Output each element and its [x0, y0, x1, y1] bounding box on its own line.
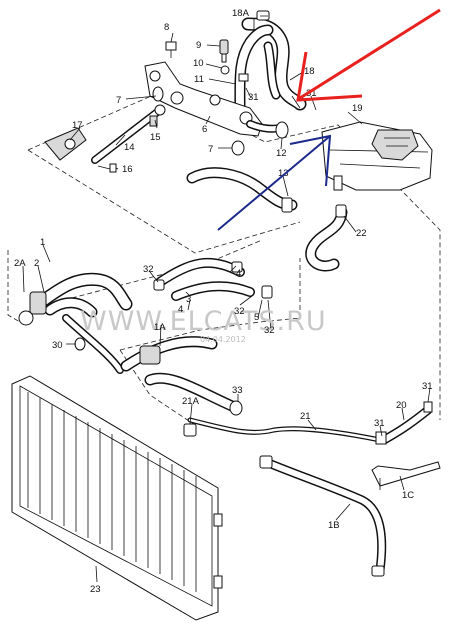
bolt-16: [97, 163, 117, 173]
callout-1c: 1C: [402, 490, 414, 501]
callout-13: 13: [278, 168, 289, 179]
callout-20: 20: [396, 400, 407, 411]
leader-lines: [22, 15, 431, 583]
callout-31-top: 31: [248, 92, 259, 103]
callout-7-top: 7: [116, 95, 121, 106]
radiator-23: [11, 375, 223, 621]
hose-upper-branch: [234, 24, 281, 118]
callout-5: 5: [254, 312, 259, 323]
blue-arrow: [217, 134, 332, 231]
callout-21a: 21A: [182, 396, 200, 407]
callout-1b: 1B: [328, 520, 340, 531]
callout-32-b: 32: [234, 306, 245, 317]
seal-7-top: [152, 86, 164, 102]
callout-12: 12: [276, 148, 287, 159]
sensor-9: [219, 39, 249, 82]
callout-31-res: 31: [306, 88, 317, 99]
callout-4-a: 4: [178, 304, 183, 315]
callout-8: 8: [164, 22, 169, 33]
pipe-1a: [62, 314, 238, 412]
coolant-flange-6: [144, 61, 284, 137]
callout-9: 9: [196, 40, 201, 51]
callout-33: 33: [232, 385, 243, 396]
bracket-17: [44, 127, 87, 161]
hose-22: [305, 204, 348, 272]
expansion-tank-19: [321, 121, 433, 191]
callout-19: 19: [352, 103, 363, 114]
hose-3: [153, 257, 273, 301]
seal-7-mid: [231, 140, 245, 156]
pipe-21: [183, 417, 383, 443]
callout-1: 1: [40, 237, 45, 248]
callout-17: 17: [72, 120, 83, 131]
callout-14: 14: [124, 142, 135, 153]
clamp-12: [275, 121, 289, 139]
bolt-8: [165, 41, 177, 58]
bracket-1c: [371, 461, 441, 490]
watermark-date: 04.04.2012: [200, 335, 246, 344]
callout-3: 3: [186, 294, 191, 305]
callout-31-right: 31: [422, 381, 433, 392]
callout-1a: 1A: [154, 322, 166, 333]
callout-22: 22: [356, 228, 367, 239]
callout-15: 15: [150, 132, 161, 143]
clamp-33: [229, 400, 243, 416]
callout-31-low: 31: [374, 418, 385, 429]
callout-labels: 18A 8 9 10 11 31 18 31 19 7 15 6 17 14 1…: [14, 8, 433, 595]
red-arrow: [296, 8, 441, 102]
callout-21: 21: [300, 411, 311, 422]
callout-7-mid: 7: [208, 144, 213, 155]
callout-32-a: 32: [143, 264, 154, 275]
pipe-14: [91, 104, 166, 164]
clamp-30: [74, 337, 86, 351]
watermark-site: WWW.ELCATS.RU: [80, 306, 327, 337]
callout-4-b: 4: [236, 268, 241, 279]
hose-13: [186, 167, 298, 213]
hose-1b: [259, 455, 387, 577]
callout-30: 30: [52, 340, 63, 351]
callout-18a: 18A: [232, 8, 250, 19]
callout-11: 11: [194, 74, 204, 85]
callout-23: 23: [90, 584, 101, 595]
callout-16: 16: [122, 164, 133, 175]
hose-1: [18, 272, 133, 326]
callout-18: 18: [304, 66, 315, 77]
callout-2a: 2A: [14, 258, 26, 269]
callout-10: 10: [193, 58, 204, 69]
callout-6: 6: [202, 124, 207, 135]
callout-2: 2: [34, 258, 39, 269]
callout-32-c: 32: [264, 325, 275, 336]
assembly-outline-upper: [27, 89, 441, 420]
